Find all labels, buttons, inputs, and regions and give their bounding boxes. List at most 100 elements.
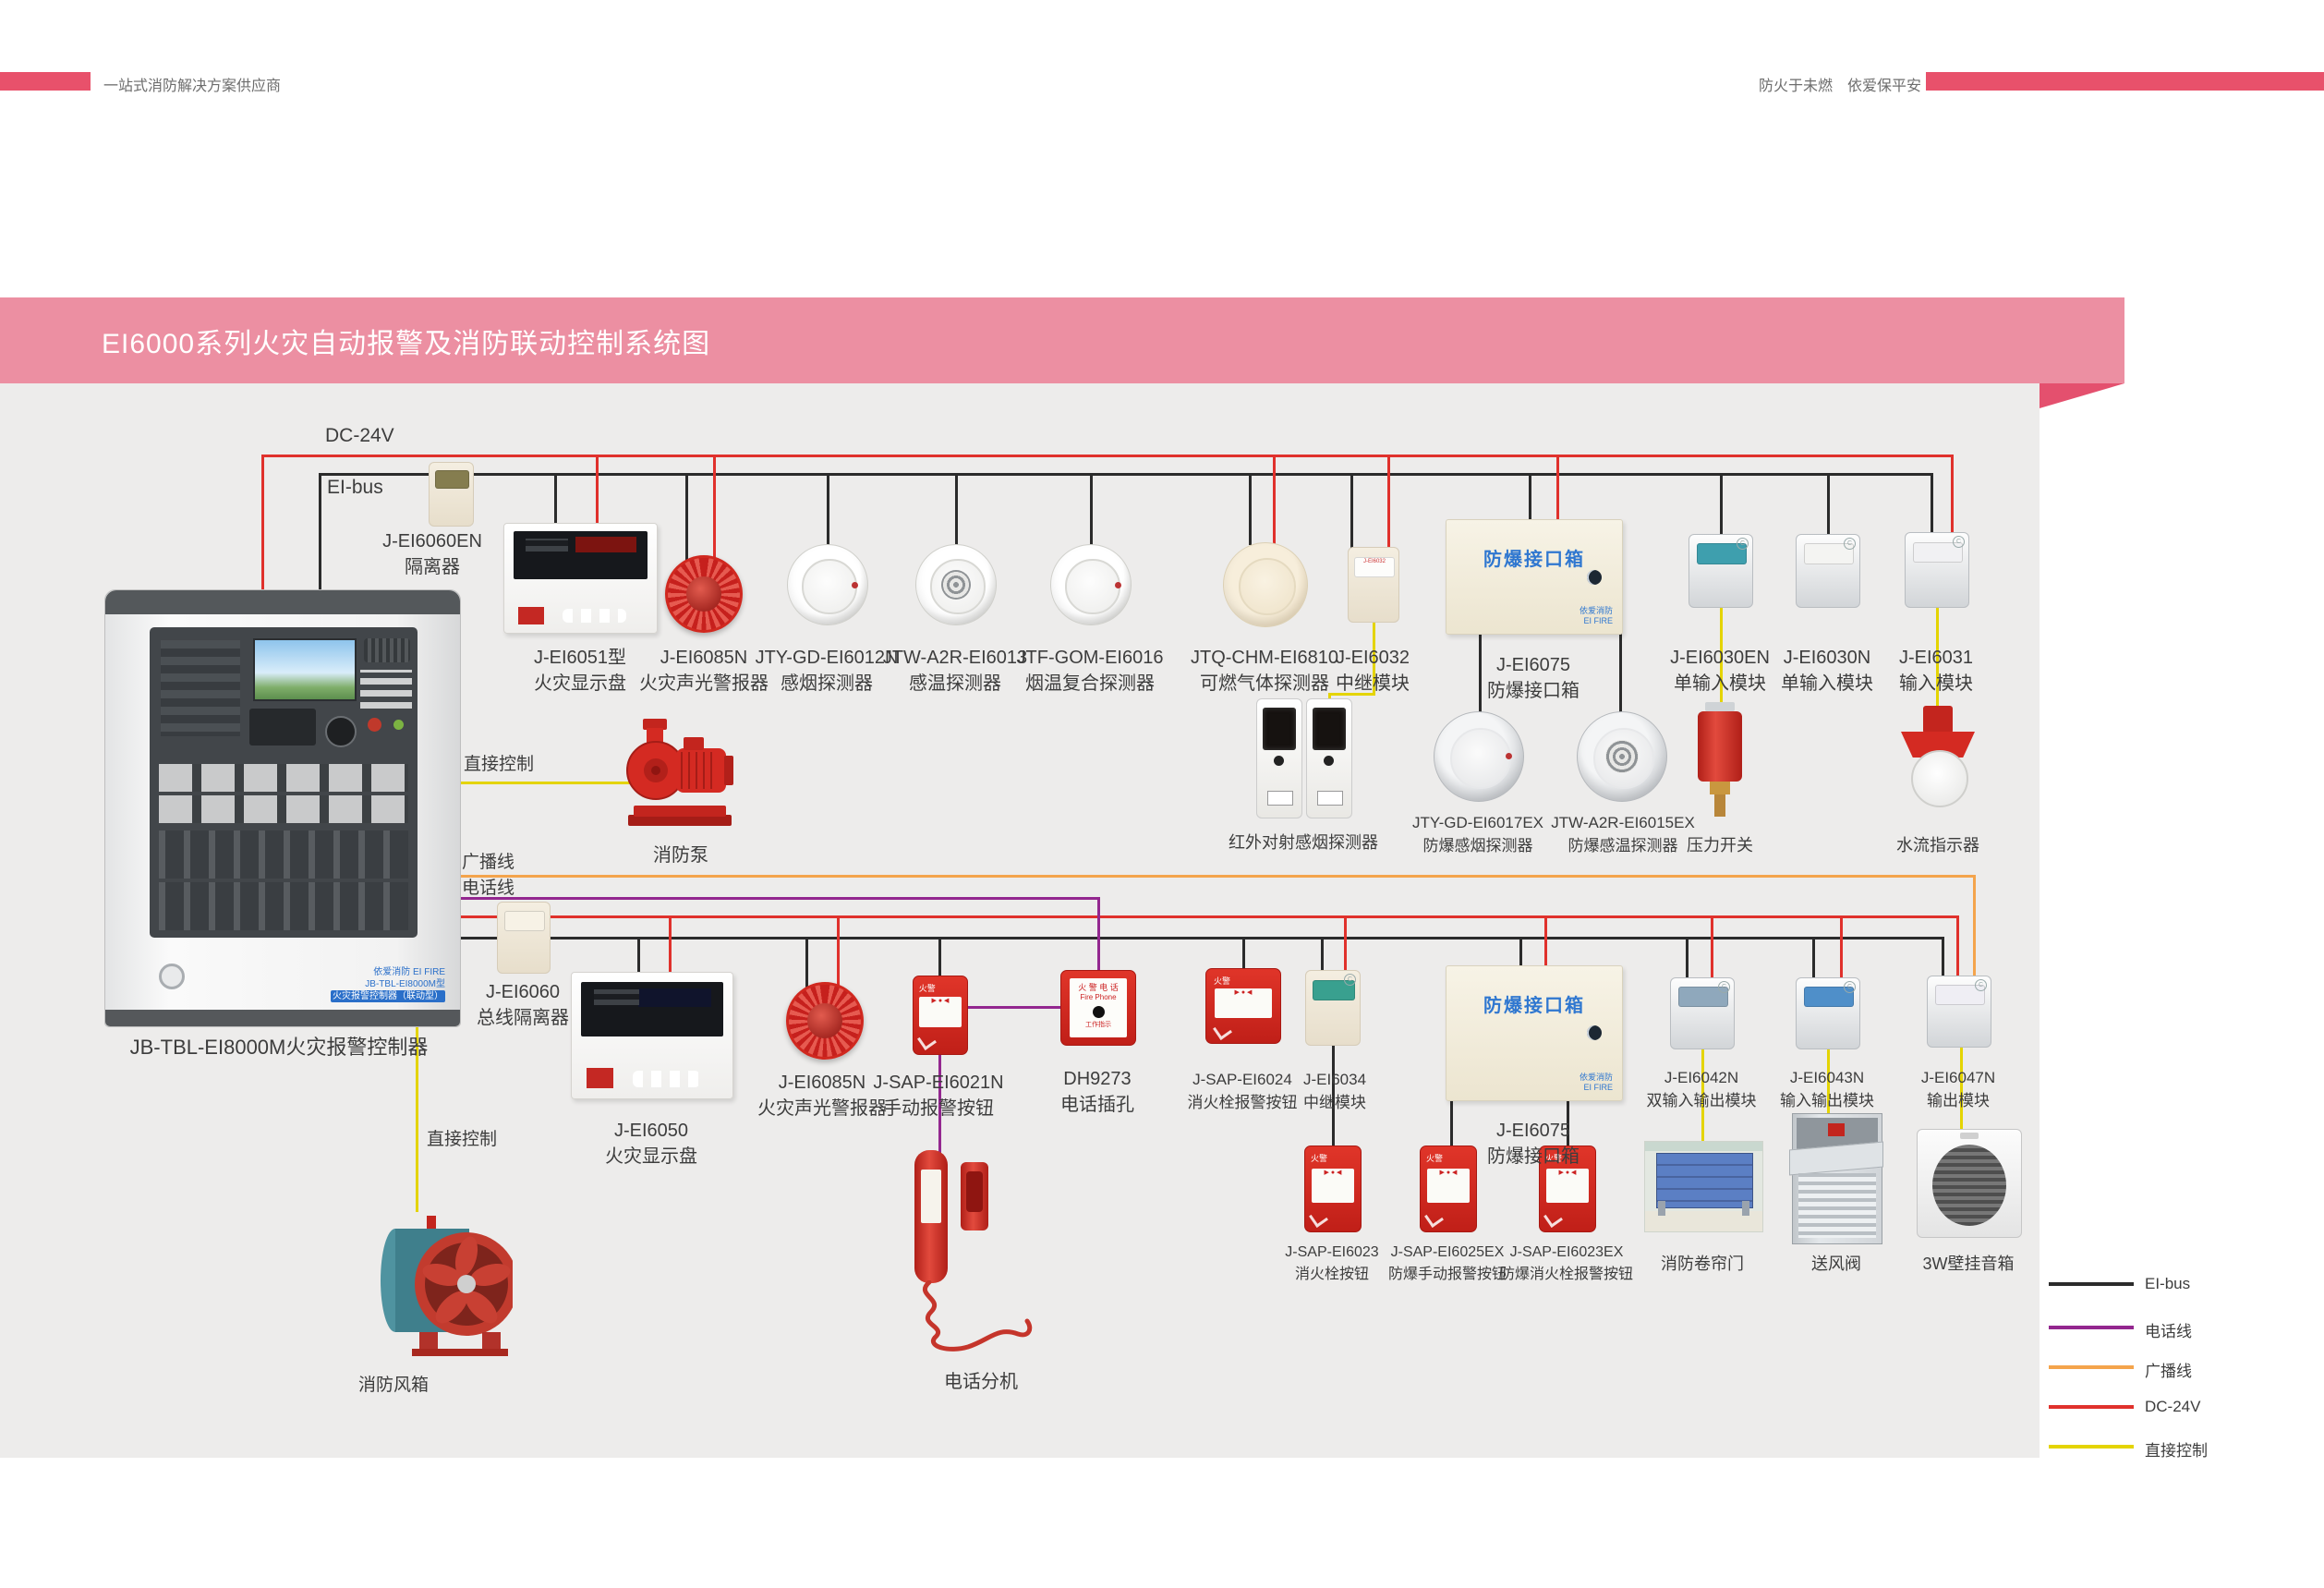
wire-direct (1328, 693, 1375, 696)
bus-label-direct-control-2: 直接控制 (427, 1130, 498, 1149)
wire-eibus-mid (459, 937, 1944, 939)
legend-line-broadcast (2049, 1365, 2134, 1369)
wire-telephone-bus (459, 897, 1100, 900)
wire-direct (1701, 1046, 1704, 1142)
label-j-ei6032: J-EI6032 中继模块 (1336, 645, 1410, 697)
fire-fan-graphic (381, 1216, 513, 1356)
label-jtq-chm-ei6810: JTQ-CHM-EI6810 可燃气体探测器 (1191, 645, 1338, 697)
label-roller-door: 消防卷帘门 (1661, 1253, 1744, 1276)
wire-drop (1090, 473, 1093, 547)
wire-drop (1519, 937, 1522, 968)
fire-roller-door (1644, 1141, 1763, 1232)
label-name: 3W壁挂音箱 (1922, 1255, 2015, 1273)
callpoint-face-text: 火警 (1214, 976, 1231, 986)
label-model: J-EI6060EN (382, 531, 482, 552)
label-j-ei6075-1: J-EI6075 防爆接口箱 (1487, 652, 1580, 704)
label-model: J-EI6085N (660, 648, 748, 668)
round-buttons[interactable] (633, 1071, 701, 1087)
detector-led (851, 581, 858, 588)
label-name: 手动报警按钮 (882, 1098, 994, 1119)
panel-face (150, 627, 418, 938)
wire-dc24v-bus-mid (459, 915, 1959, 918)
label-model: JTW-A2R-EI6015EX (1551, 814, 1695, 831)
wire-drop (713, 455, 716, 564)
bracket-slot (966, 1171, 983, 1212)
label-name: 防爆接口箱 (1487, 681, 1580, 701)
panel-keypad (360, 670, 412, 709)
jack-hole[interactable] (1092, 1006, 1105, 1018)
banner-fold-triangle (2040, 383, 2124, 408)
panel-brand-3: 火灾报警控制器（联动型） (331, 990, 445, 1002)
label-model: J-EI6031 (1898, 648, 1974, 668)
wire-direct (1960, 1044, 1963, 1131)
io-module-j-ei6042n: C (1670, 977, 1735, 1049)
panel-slot-strip (159, 830, 408, 879)
wire-drop (1387, 455, 1390, 549)
panel-knob[interactable] (325, 716, 357, 747)
label-j-ei6034: J-EI6034 中继模块 (1303, 1068, 1366, 1114)
callpoint-face-text: 火警 (1545, 1154, 1563, 1164)
wire-drop (1249, 473, 1252, 545)
module-plate (1804, 987, 1854, 1007)
telephone-extension (909, 1146, 1075, 1358)
callpoint-window[interactable]: ▶ ● ◀ (1545, 1168, 1590, 1203)
label-name: 消火栓报警按钮 (1187, 1094, 1298, 1111)
button-grid (525, 538, 569, 552)
sounder-strobe-j-ei6085n-2 (786, 982, 864, 1060)
label-j-ei6047n: J-EI6047N 输出模块 (1921, 1066, 1995, 1112)
input-module-j-ei6030en: C (1689, 534, 1753, 608)
handset-label (921, 1170, 941, 1223)
legend-line-dc24v (2049, 1405, 2134, 1409)
sounder-hub (807, 1003, 842, 1038)
wire-drop (805, 937, 808, 988)
panel-led-zone (161, 640, 240, 736)
box-keyhole[interactable] (1587, 570, 1602, 586)
door-post (1742, 1201, 1749, 1216)
display-header (513, 531, 648, 580)
wire-broadcast-bus (459, 875, 1976, 878)
panel-brand-2: JB-TBL-EI8000M型 (365, 979, 445, 989)
label-name: JB-TBL-EI8000M火灾报警控制器 (129, 1036, 429, 1059)
label-name: 输入模块 (1899, 673, 1973, 694)
hammer-icon (1424, 1207, 1445, 1228)
bus-label-broadcast: 广播线 (462, 853, 515, 872)
panel-lock[interactable] (159, 964, 185, 989)
header-accent-bar-right (1926, 72, 2324, 91)
wire-drop (837, 915, 840, 990)
label-j-ei6085n-2: J-EI6085N 火灾声光警报器 (757, 1070, 887, 1121)
label-name: 电话插孔 (1060, 1095, 1134, 1115)
module-plate (1697, 543, 1747, 564)
callpoint-window[interactable]: ▶ ● ◀ (1214, 988, 1273, 1018)
page-title: EI6000系列火灾自动报警及消防联动控制系统图 (102, 328, 711, 359)
label-name: 防爆消火栓报警按钮 (1499, 1267, 1634, 1282)
legend-label-telephone: 电话线 (2145, 1323, 2192, 1340)
callpoint-window[interactable]: ▶ ● ◀ (919, 996, 962, 1028)
valve-actuator (1828, 1123, 1845, 1136)
wire-broadcast-drop (1973, 875, 1976, 977)
fire-pump-graphic (626, 719, 733, 826)
label-model: J-EI6075 (1495, 655, 1571, 675)
water-flow-indicator (1899, 706, 1977, 815)
wall-speaker-3w (1917, 1129, 2022, 1238)
beam-detector-receiver (1306, 698, 1352, 818)
round-buttons[interactable] (562, 609, 626, 624)
phone-jack-dh9273: 火 警 电 话 Fire Phone 工作指示 (1060, 970, 1136, 1046)
label-fire-fan: 消防风箱 (358, 1376, 430, 1395)
isolator-plate (434, 470, 470, 489)
box-keyhole[interactable] (1587, 1024, 1602, 1040)
label-name: 隔离器 (405, 557, 460, 577)
callpoint-window[interactable]: ▶ ● ◀ (1311, 1168, 1355, 1203)
manual-call-point-j-sap-ei6021n: 火警 ▶ ● ◀ (913, 976, 968, 1055)
label-model: JTF-GOM-EI6016 (1016, 648, 1164, 668)
label-name: 火灾声光警报器 (757, 1098, 887, 1119)
module-plate (1935, 985, 1985, 1005)
callpoint-face-text: 火警 (1311, 1154, 1328, 1164)
coiled-cord (922, 1280, 1033, 1352)
ccc-mark-icon: C (1953, 536, 1965, 548)
module-plate (1804, 543, 1854, 564)
label-model: DH9273 (1063, 1069, 1132, 1089)
brass-stem (1714, 794, 1725, 817)
panel-bottom-cap (105, 1010, 460, 1026)
callpoint-window[interactable]: ▶ ● ◀ (1426, 1168, 1471, 1203)
panel-fire-led (368, 718, 381, 732)
